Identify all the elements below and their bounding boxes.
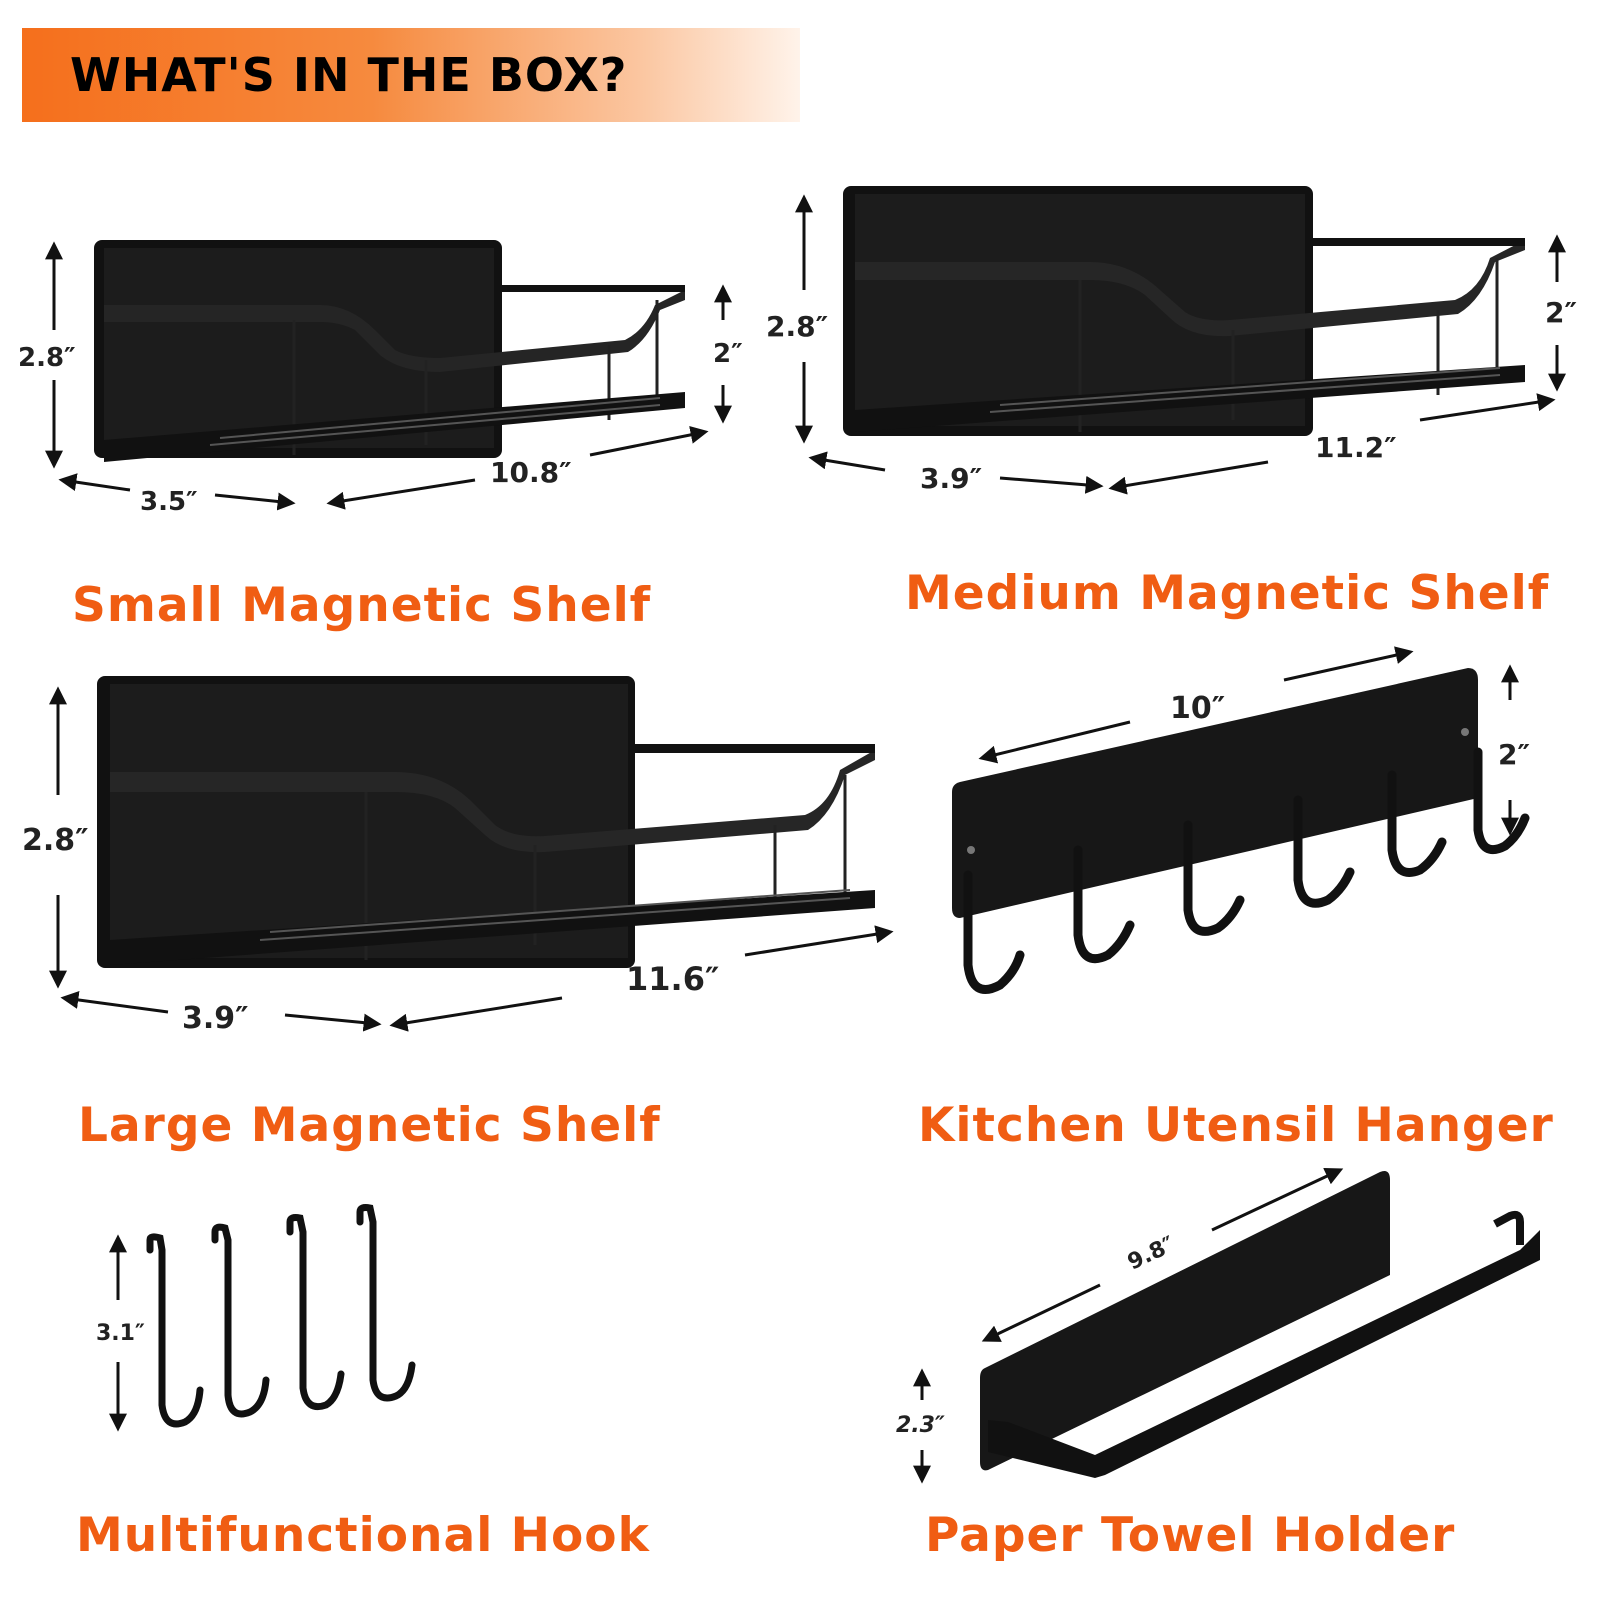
large-shelf-image	[97, 676, 875, 968]
dim-small-depth: 3.5″	[140, 487, 198, 517]
hooks-dimensions: 3.1″	[96, 1234, 145, 1432]
page-title: WHAT'S IN THE BOX?	[70, 48, 628, 102]
dim-large-length: 11.6″	[626, 960, 719, 998]
small-shelf-dimensions: 2.8″ 2″ 3.5″ 10.8″	[18, 241, 743, 517]
label-small-magnetic-shelf: Small Magnetic Shelf	[72, 578, 652, 633]
utensil-hanger-image	[952, 668, 1530, 994]
dim-hanger-height: 2″	[1498, 738, 1530, 771]
header-banner: WHAT'S IN THE BOX?	[22, 28, 800, 122]
hooks-image	[146, 1204, 416, 1428]
dim-medium-length: 11.2″	[1315, 431, 1397, 464]
dim-small-rail: 2″	[713, 339, 743, 369]
label-multifunctional-hook: Multifunctional Hook	[76, 1508, 650, 1563]
label-paper-towel-holder: Paper Towel Holder	[925, 1508, 1456, 1563]
medium-shelf-image	[843, 186, 1525, 436]
dim-large-height: 2.8″	[22, 823, 89, 858]
dim-medium-rail: 2″	[1545, 296, 1577, 329]
dim-large-depth: 3.9″	[182, 1001, 249, 1036]
dim-medium-depth: 3.9″	[920, 462, 982, 495]
label-medium-magnetic-shelf: Medium Magnetic Shelf	[905, 566, 1550, 621]
paper-towel-holder-image	[980, 1171, 1540, 1478]
medium-shelf-dimensions: 2.8″ 2″ 3.9″ 11.2″	[766, 194, 1577, 495]
dim-towel-length: 9.8″	[1124, 1232, 1179, 1275]
small-shelf-image	[94, 240, 685, 462]
dim-hanger-length: 10″	[1170, 691, 1225, 726]
dim-small-length: 10.8″	[490, 456, 572, 489]
label-kitchen-utensil-hanger: Kitchen Utensil Hanger	[918, 1098, 1554, 1153]
dim-hook-height: 3.1″	[96, 1321, 145, 1346]
utensil-hanger-dimensions: 10″ 2″	[978, 646, 1530, 836]
large-shelf-dimensions: 2.8″ 3.9″ 11.6″	[22, 686, 894, 1036]
label-large-magnetic-shelf: Large Magnetic Shelf	[78, 1098, 661, 1153]
dim-towel-height: 2.3″	[896, 1413, 945, 1438]
dim-small-height: 2.8″	[18, 343, 76, 373]
dim-medium-height: 2.8″	[766, 310, 828, 343]
